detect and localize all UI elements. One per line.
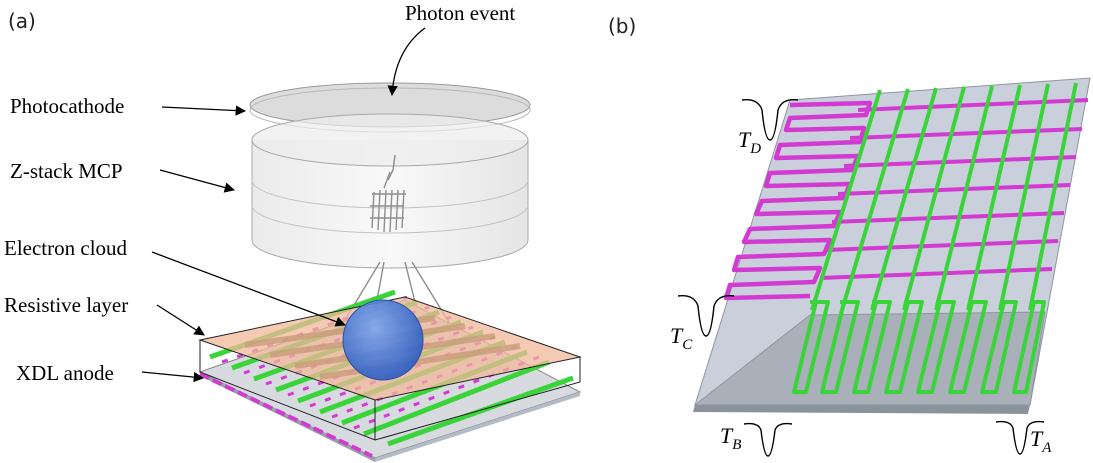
pulse-waveforms <box>677 99 1045 457</box>
green-vertical-traces <box>810 82 1078 311</box>
callout-electron-cloud: Electron cloud <box>4 236 128 260</box>
terminal-label-b: TB <box>720 423 741 453</box>
mcp-cylinder <box>251 113 529 269</box>
pulse-tc-icon <box>677 295 735 337</box>
pulse-tb-icon <box>743 422 793 457</box>
electron-cloud-sphere <box>342 299 424 381</box>
pulse-td-icon <box>741 99 799 141</box>
panel-a: (a) <box>4 1 582 462</box>
terminal-label-c: TC <box>670 323 693 353</box>
callout-photon-event: Photon event <box>405 1 515 25</box>
callout-z-stack-mcp: Z-stack MCP <box>10 159 123 183</box>
panel-a-label: (a) <box>8 9 36 33</box>
callout-photocathode: Photocathode <box>10 94 124 118</box>
panel-b-label: (b) <box>608 14 636 38</box>
callout-resistive-layer: Resistive layer <box>4 293 128 317</box>
pulse-ta-icon <box>995 420 1045 455</box>
callout-xdl-anode: XDL anode <box>16 361 114 385</box>
callout-arrows <box>141 27 426 383</box>
magenta-serpentine <box>723 100 873 301</box>
terminal-label-d: TD <box>738 127 761 157</box>
panel-b: (b) <box>608 14 1091 457</box>
terminal-label-a: TA <box>1030 426 1052 456</box>
green-serpentine <box>792 300 1046 394</box>
